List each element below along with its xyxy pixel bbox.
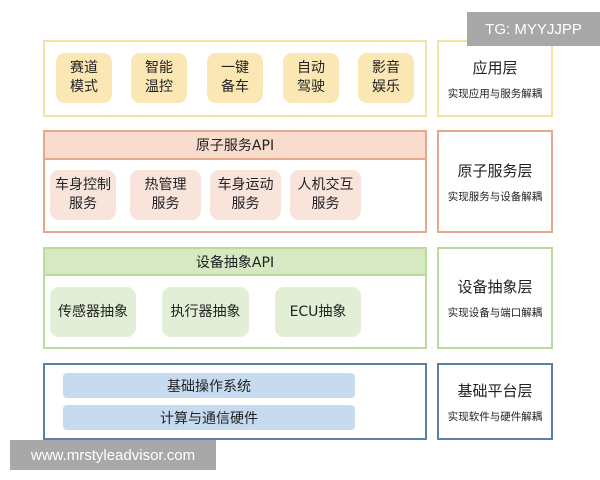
application-layer-label: 应用层 实现应用与服务解耦 — [437, 40, 553, 117]
layer-desc: 实现应用与服务解耦 — [447, 87, 543, 100]
device-tile: 执行器抽象 — [162, 287, 249, 337]
platform-bar: 基础操作系统 — [63, 373, 355, 398]
app-tile: 一键 备车 — [207, 53, 263, 103]
device-layer-label: 设备抽象层 实现设备与端口解耦 — [437, 247, 553, 349]
service-api-header: 原子服务API — [45, 132, 425, 160]
device-layer-box: 设备抽象API 传感器抽象 执行器抽象 ECU抽象 — [43, 247, 427, 349]
platform-layer-label: 基础平台层 实现软件与硬件解耦 — [437, 363, 553, 440]
watermark-top: TG: MYYJJPP — [467, 12, 600, 46]
layer-desc: 实现服务与设备解耦 — [447, 190, 543, 203]
app-tile: 智能 温控 — [131, 53, 187, 103]
layer-desc: 实现软件与硬件解耦 — [447, 410, 543, 423]
layer-name: 应用层 — [472, 58, 518, 77]
layer-name: 设备抽象层 — [457, 278, 533, 296]
platform-layer-box: 基础操作系统 计算与通信硬件 — [43, 363, 427, 440]
app-tile: 赛道 模式 — [56, 53, 112, 103]
layer-name: 原子服务层 — [457, 161, 533, 180]
service-layer-label: 原子服务层 实现服务与设备解耦 — [437, 130, 553, 233]
service-tile: 车身控制 服务 — [50, 170, 116, 220]
application-layer-box: 赛道 模式 智能 温控 一键 备车 自动 驾驶 影音 娱乐 — [43, 40, 427, 117]
app-tile: 影音 娱乐 — [358, 53, 414, 103]
layer-name: 基础平台层 — [457, 381, 533, 400]
service-layer-box: 原子服务API 车身控制 服务 热管理 服务 车身运动 服务 人机交互 服务 — [43, 130, 427, 233]
app-tile: 自动 驾驶 — [283, 53, 339, 103]
device-tile: ECU抽象 — [275, 287, 361, 337]
platform-bar: 计算与通信硬件 — [63, 405, 355, 430]
service-tile: 车身运动 服务 — [210, 170, 281, 220]
layer-desc: 实现设备与端口解耦 — [447, 307, 543, 319]
service-tile: 人机交互 服务 — [290, 170, 361, 220]
watermark-bottom: www.mrstyleadvisor.com — [10, 440, 216, 470]
device-tile: 传感器抽象 — [50, 287, 136, 337]
service-tile: 热管理 服务 — [130, 170, 201, 220]
device-api-header: 设备抽象API — [45, 249, 425, 276]
